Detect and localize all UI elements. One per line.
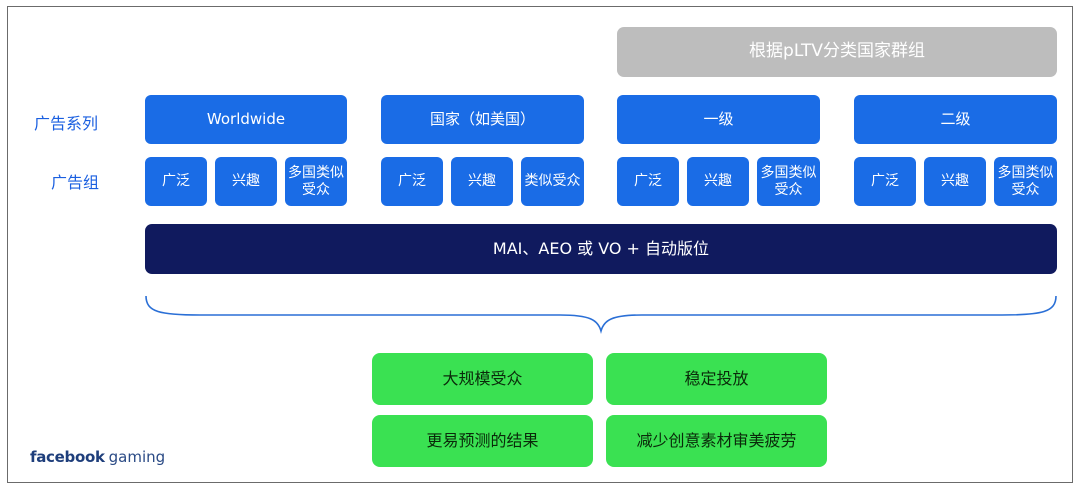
adgroup-4-interest: 兴趣	[924, 157, 986, 206]
outcome-stable-delivery: 稳定投放	[606, 353, 827, 405]
logo-brand: facebook	[30, 448, 105, 466]
bidding-bar: MAI、AEO 或 VO + 自动版位	[145, 224, 1057, 274]
campaign-tier-1: 一级	[617, 95, 820, 144]
adgroup-2-broad: 广泛	[381, 157, 443, 206]
outcome-predictable-results: 更易预测的结果	[372, 415, 593, 467]
row-label-campaign: 广告系列	[34, 114, 99, 133]
campaign-tier-2: 二级	[854, 95, 1057, 144]
outcome-reduce-creative-fatigue: 减少创意素材审美疲劳	[606, 415, 827, 467]
adgroup-3-broad: 广泛	[617, 157, 679, 206]
facebook-gaming-logo: facebook gaming	[30, 448, 165, 466]
adgroup-4-lookalike: 多国类似受众	[994, 157, 1057, 206]
pltv-grouping-header: 根据pLTV分类国家群组	[617, 27, 1057, 77]
adgroup-1-broad: 广泛	[145, 157, 207, 206]
adgroup-1-interest: 兴趣	[215, 157, 277, 206]
adgroup-2-lookalike: 类似受众	[521, 157, 584, 206]
campaign-country: 国家（如美国）	[381, 95, 584, 144]
adgroup-4-broad: 广泛	[854, 157, 916, 206]
adgroup-1-lookalike: 多国类似受众	[285, 157, 347, 206]
adgroup-3-lookalike: 多国类似受众	[757, 157, 820, 206]
adgroup-2-interest: 兴趣	[451, 157, 513, 206]
adgroup-3-interest: 兴趣	[687, 157, 749, 206]
row-label-adgroup: 广告组	[51, 173, 100, 192]
logo-product: gaming	[108, 448, 166, 466]
outcome-large-audience: 大规模受众	[372, 353, 593, 405]
campaign-worldwide: Worldwide	[145, 95, 347, 144]
